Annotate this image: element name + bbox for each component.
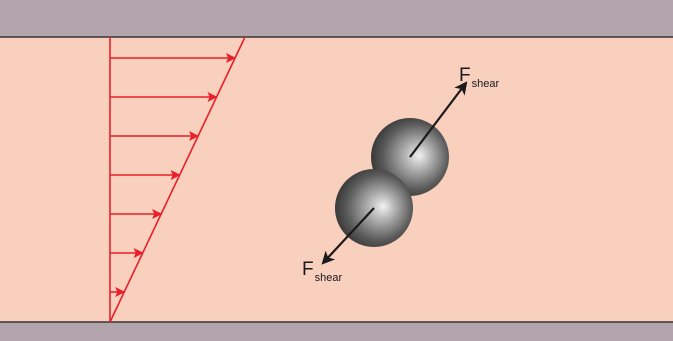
bottom-wall [0, 322, 673, 341]
force-label-lower: Fshear [302, 260, 342, 279]
force-label-upper: Fshear [459, 66, 499, 85]
force-subscript: shear [315, 272, 343, 284]
force-symbol: F [459, 65, 471, 86]
force-symbol: F [302, 259, 314, 280]
force-subscript: shear [472, 78, 500, 90]
top-wall [0, 0, 673, 37]
